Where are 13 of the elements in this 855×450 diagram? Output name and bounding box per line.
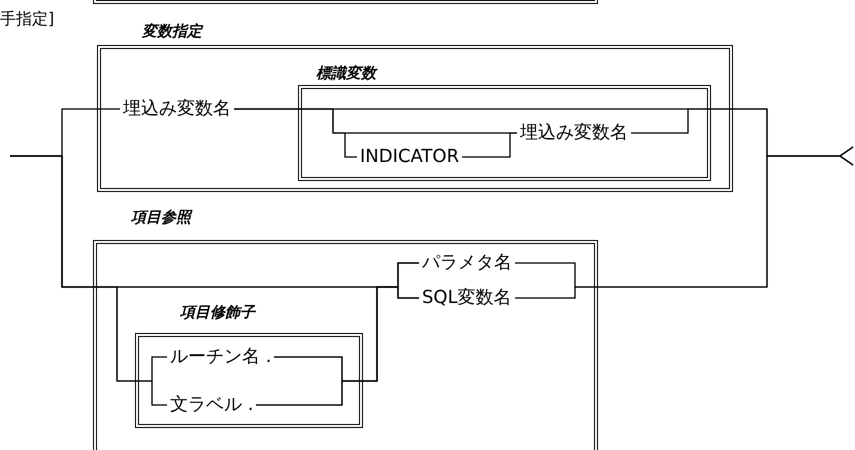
syntax-term: 文ラベル . xyxy=(167,394,256,416)
group-title: 項目修飾子 xyxy=(180,303,255,321)
note-text: 手指定] xyxy=(0,10,54,28)
syntax-term: SQL変数名 xyxy=(419,287,515,309)
syntax-term: INDICATOR xyxy=(357,146,462,168)
syntax-term: 埋込み変数名 xyxy=(517,122,631,144)
group-title: 標識変数 xyxy=(316,64,376,82)
group-title: 項目参照 xyxy=(131,208,191,226)
syntax-term: ルーチン名 . xyxy=(167,346,274,368)
group-title: 変数指定 xyxy=(142,22,202,40)
railroad-track xyxy=(256,286,419,406)
syntax-term: 埋込み変数名 xyxy=(120,98,234,120)
syntax-term: パラメタ名 xyxy=(419,252,515,274)
